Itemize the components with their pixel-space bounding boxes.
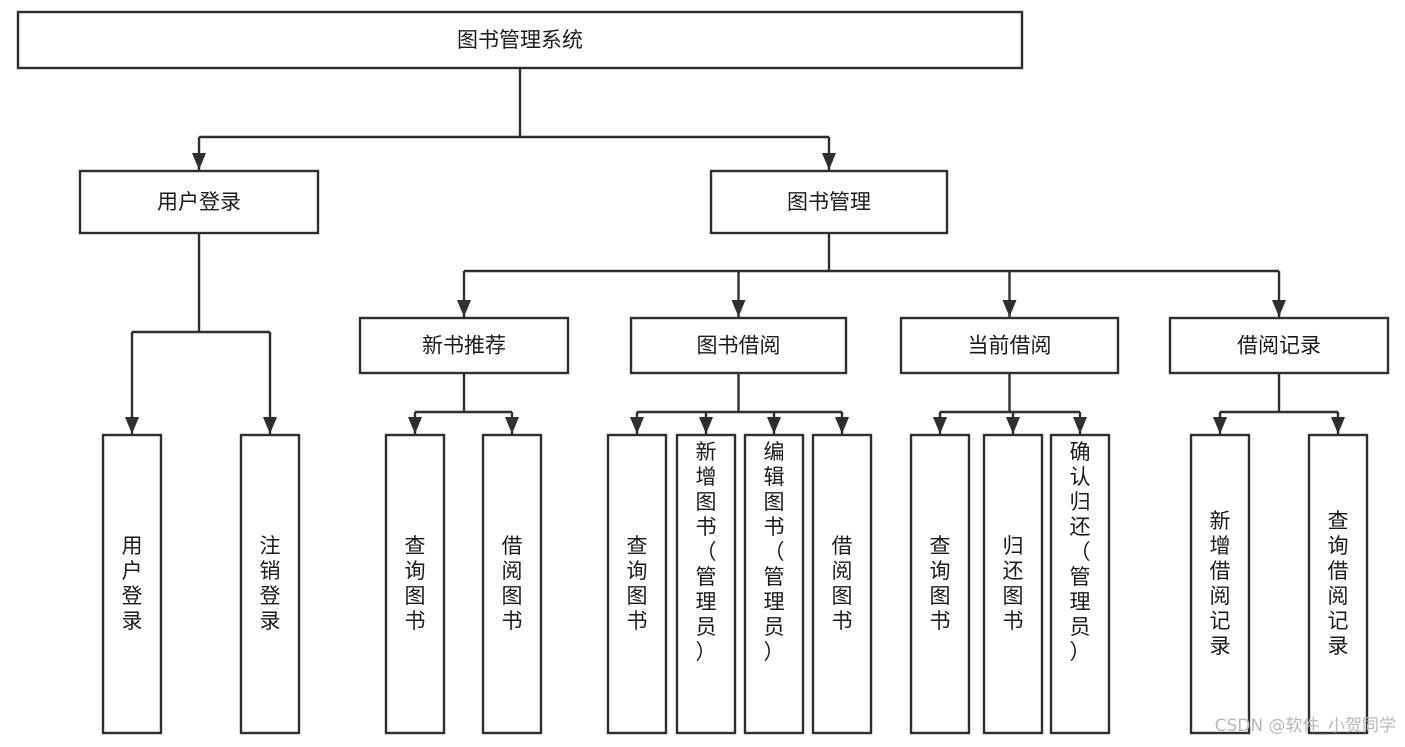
node-query-book-1[interactable]: 查询图书 [384,433,446,735]
node-box-add-book-admin[interactable] [675,433,737,735]
node-label-add-book-admin: 新增图书（管理员） [696,440,717,664]
node-box-query-book-1[interactable] [384,433,446,735]
node-return-book[interactable]: 归还图书 [982,433,1044,735]
node-root[interactable]: 图书管理系统 [16,10,1024,70]
node-label-book-borrow: 图书借阅 [697,334,781,358]
node-new-book-recommend[interactable]: 新书推荐 [358,316,570,375]
node-label-user-login-do: 用户登录 [122,534,143,633]
node-box-user-logout[interactable] [239,433,301,735]
node-add-book-admin[interactable]: 新增图书（管理员） [675,433,737,735]
arrow-head-icon [731,300,746,317]
node-box-user-login-do[interactable] [101,433,163,735]
node-borrow-records[interactable]: 借阅记录 [1168,316,1390,375]
arrow-head-icon [457,300,471,317]
node-current-borrow[interactable]: 当前借阅 [899,316,1120,375]
csdn-watermark: CSDN @软件_小贺同学 [1215,716,1396,736]
node-box-query-book-2[interactable] [606,433,668,735]
arrow-head-icon [699,417,713,434]
arrow-head-icon [1002,300,1017,317]
node-box-confirm-return-admin[interactable] [1049,433,1111,735]
node-label-borrow-records: 借阅记录 [1237,334,1321,358]
node-label-confirm-return-admin: 确认归还（管理员） [1070,440,1091,664]
node-label-query-book-2: 查询图书 [627,534,648,633]
node-label-book-management: 图书管理 [787,190,871,214]
node-box-root[interactable] [16,10,1024,70]
arrow-head-icon [1331,417,1345,434]
node-box-add-borrow-record[interactable] [1189,433,1251,735]
node-box-new-book-recommend[interactable] [358,316,570,375]
node-label-query-book-1: 查询图书 [405,534,426,633]
arrow-head-icon [505,417,519,434]
node-label-return-book: 归还图书 [1003,534,1024,633]
arrow-head-icon [263,417,277,434]
node-borrow-book-1[interactable]: 借阅图书 [481,433,543,735]
arrow-head-icon [1272,300,1286,317]
arrow-head-icon [125,417,139,434]
node-user-logout[interactable]: 注销登录 [239,433,301,735]
node-label-root: 图书管理系统 [457,28,583,52]
node-user-login[interactable]: 用户登录 [78,169,320,235]
node-label-borrow-book-1: 借阅图书 [502,534,523,633]
node-book-borrow[interactable]: 图书借阅 [629,316,848,375]
arrow-head-icon [822,153,836,170]
node-box-user-login[interactable] [78,169,320,235]
node-add-borrow-record[interactable]: 新增借阅记录 [1189,433,1251,735]
arrow-head-icon [192,153,206,170]
arrow-head-icon [1073,417,1087,434]
arrow-head-icon [1006,417,1020,434]
arrow-head-icon [767,417,781,434]
connectors-layer [125,68,1345,434]
node-query-book-2[interactable]: 查询图书 [606,433,668,735]
node-label-user-logout: 注销登录 [260,534,281,633]
arrow-head-icon [933,417,947,434]
node-edit-book-admin[interactable]: 编辑图书（管理员） [743,433,805,735]
node-query-borrow-record[interactable]: 查询借阅记录 [1307,433,1369,735]
nodes-layer: 图书管理系统用户登录图书管理用户登录注销登录新书推荐查询图书借阅图书图书借阅查询… [16,10,1390,735]
node-label-add-borrow-record: 新增借阅记录 [1210,509,1231,658]
node-user-login-do[interactable]: 用户登录 [101,433,163,735]
node-book-management[interactable]: 图书管理 [709,169,949,235]
node-box-borrow-book-2[interactable] [811,433,873,735]
node-label-user-login: 用户登录 [157,190,241,214]
node-box-book-borrow[interactable] [629,316,848,375]
node-label-query-borrow-record: 查询借阅记录 [1328,509,1349,658]
node-box-book-management[interactable] [709,169,949,235]
node-box-query-book-3[interactable] [909,433,971,735]
node-label-borrow-book-2: 借阅图书 [832,534,853,633]
node-query-book-3[interactable]: 查询图书 [909,433,971,735]
arrow-head-icon [630,417,644,434]
arrow-head-icon [1213,417,1227,434]
node-borrow-book-2[interactable]: 借阅图书 [811,433,873,735]
node-box-query-borrow-record[interactable] [1307,433,1369,735]
node-label-edit-book-admin: 编辑图书（管理员） [764,440,785,664]
node-label-query-book-3: 查询图书 [930,534,951,633]
node-label-current-borrow: 当前借阅 [968,334,1052,358]
node-box-current-borrow[interactable] [899,316,1120,375]
node-confirm-return-admin[interactable]: 确认归还（管理员） [1049,433,1111,735]
node-box-borrow-records[interactable] [1168,316,1390,375]
arrow-head-icon [835,417,849,434]
arrow-head-icon [408,417,422,434]
node-box-return-book[interactable] [982,433,1044,735]
node-label-new-book-recommend: 新书推荐 [422,334,506,358]
node-box-edit-book-admin[interactable] [743,433,805,735]
node-box-borrow-book-1[interactable] [481,433,543,735]
